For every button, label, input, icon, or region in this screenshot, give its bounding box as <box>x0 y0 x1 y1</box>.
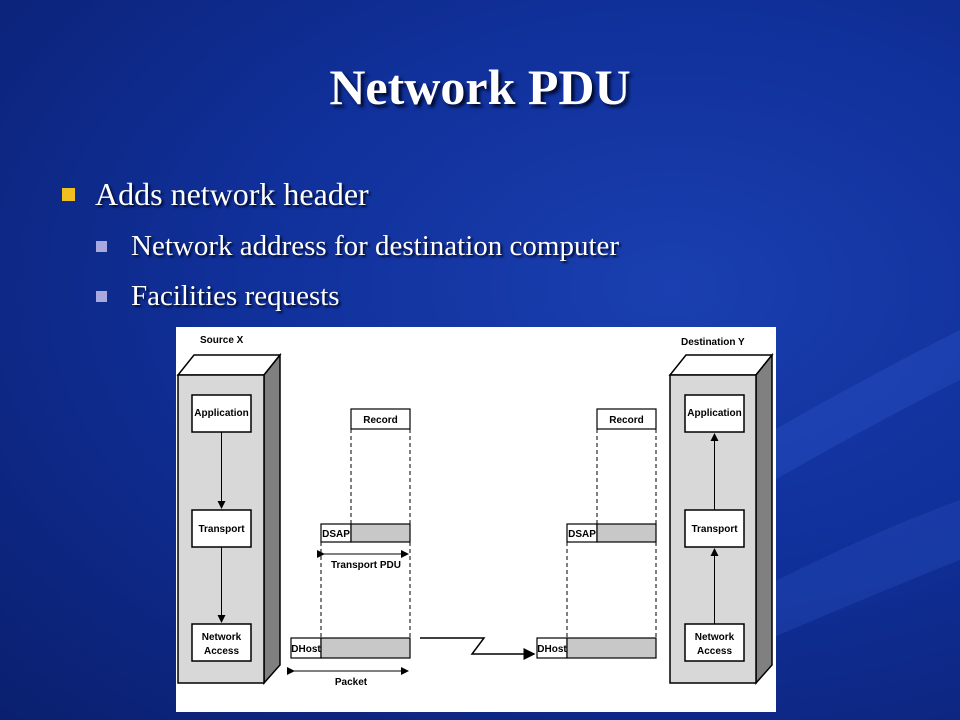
network-link-arrow <box>420 637 536 660</box>
svg-text:DSAP: DSAP <box>322 529 350 540</box>
svg-text:Record: Record <box>609 415 643 426</box>
bullet-item-2: Network address for destination computer <box>96 230 619 263</box>
destination-transport-box: Transport <box>684 509 745 548</box>
svg-text:Application: Application <box>194 408 248 419</box>
bullet-item-3: Facilities requests <box>96 280 340 313</box>
bullet-text: Network address for destination computer <box>131 230 620 262</box>
destination-network-access-box: Network Access <box>684 623 745 662</box>
network-pdu-diagram: Source X Application Transport Network A… <box>176 327 776 712</box>
right-packet: DHost <box>536 637 657 659</box>
source-application-box: Application <box>191 394 252 433</box>
svg-text:DHost: DHost <box>291 644 321 655</box>
bullet-text: Facilities requests <box>131 280 340 312</box>
svg-text:Application: Application <box>687 408 741 419</box>
left-record: Record <box>350 408 411 430</box>
slide-title: Network PDU <box>329 59 631 115</box>
transport-pdu-label: Transport PDU <box>331 560 401 571</box>
svg-text:Transport: Transport <box>691 524 738 535</box>
destination-label: Destination Y <box>681 337 745 348</box>
square-bullet-icon <box>96 291 107 302</box>
svg-text:Record: Record <box>363 415 397 426</box>
destination-application-box: Application <box>684 394 745 433</box>
svg-text:DHost: DHost <box>537 644 567 655</box>
left-transport-pdu: DSAP <box>320 523 411 543</box>
bullet-item-1: Adds network header <box>62 176 369 213</box>
svg-text:DSAP: DSAP <box>568 529 596 540</box>
svg-text:Access: Access <box>204 646 239 657</box>
right-record: Record <box>596 408 657 430</box>
svg-text:Transport: Transport <box>198 524 245 535</box>
left-packet: DHost <box>290 637 411 659</box>
source-transport-box: Transport <box>191 509 252 548</box>
bullet-text: Adds network header <box>95 176 369 212</box>
svg-text:Network: Network <box>695 632 735 643</box>
square-bullet-icon <box>96 241 107 252</box>
svg-text:Network: Network <box>202 632 242 643</box>
source-network-access-box: Network Access <box>191 623 252 662</box>
source-label: Source X <box>200 335 244 346</box>
right-transport-pdu: DSAP <box>566 523 657 543</box>
svg-text:Access: Access <box>697 646 732 657</box>
square-bullet-icon <box>62 188 75 201</box>
packet-label: Packet <box>335 677 368 688</box>
